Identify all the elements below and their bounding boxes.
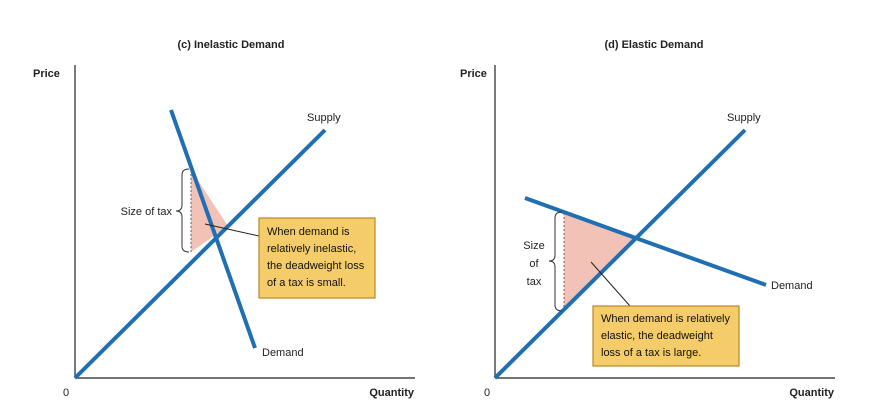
panel-d-callout-pointer (590, 261, 631, 307)
panel-d-title: (d) Elastic Demand (604, 39, 703, 51)
panel-c-callout-line-3: the deadweight loss (267, 260, 365, 272)
panel-c-callout-box (258, 217, 376, 299)
panel-c-origin-label: 0 (63, 387, 69, 399)
panel-c-x-axis-label: Quantity (369, 387, 414, 399)
panel-d-callout-line-1: When demand is relatively (601, 313, 731, 325)
panel-c-callout-line-1: When demand is (267, 226, 350, 238)
panel-c-callout-pointer (204, 223, 260, 237)
panel-d-deadweight-loss-triangle (564, 213, 636, 311)
panel-c-demand-curve (169, 109, 257, 349)
panel-c-y-axis-label: Price (33, 68, 60, 80)
panel-d-tax-label-line-3: tax (527, 276, 542, 288)
panel-c-tax-brace (175, 168, 190, 253)
panel-d-origin-label: 0 (484, 387, 490, 399)
panel-d-callout-line-2: elastic, the deadweight (601, 330, 713, 342)
panel-d-tax-label-line-1: Size (523, 240, 544, 252)
panel-c-supply-curve (73, 128, 327, 380)
panel-c-callout-line-4: of a tax is small. (267, 277, 346, 289)
panel-d-tax-label-line-2: of (529, 258, 539, 270)
panel-d-tax-brace (548, 211, 563, 312)
panel-c-supply-label: Supply (307, 112, 341, 124)
panel-c-title: (c) Inelastic Demand (178, 39, 285, 51)
panel-elastic-demand: (d) Elastic Demand Price Quantity 0 Supp… (460, 39, 835, 399)
panel-d-demand-curve (524, 196, 767, 287)
panel-d-y-axis-label: Price (460, 68, 487, 80)
panel-c-tax-label: Size of tax (121, 206, 173, 218)
panel-inelastic-demand: (c) Inelastic Demand Price Quantity 0 Su… (33, 39, 415, 399)
panel-d-x-axis-label: Quantity (789, 387, 834, 399)
panel-c-demand-label: Demand (262, 347, 304, 359)
panel-d-callout-box (592, 305, 740, 367)
panel-d-callout-line-3: loss of a tax is large. (601, 347, 701, 359)
panel-c-callout-line-2: relatively inelastic, (267, 243, 356, 255)
panel-d-supply-curve (493, 128, 747, 380)
panel-d-supply-label: Supply (727, 112, 761, 124)
panel-d-demand-label: Demand (771, 280, 813, 292)
